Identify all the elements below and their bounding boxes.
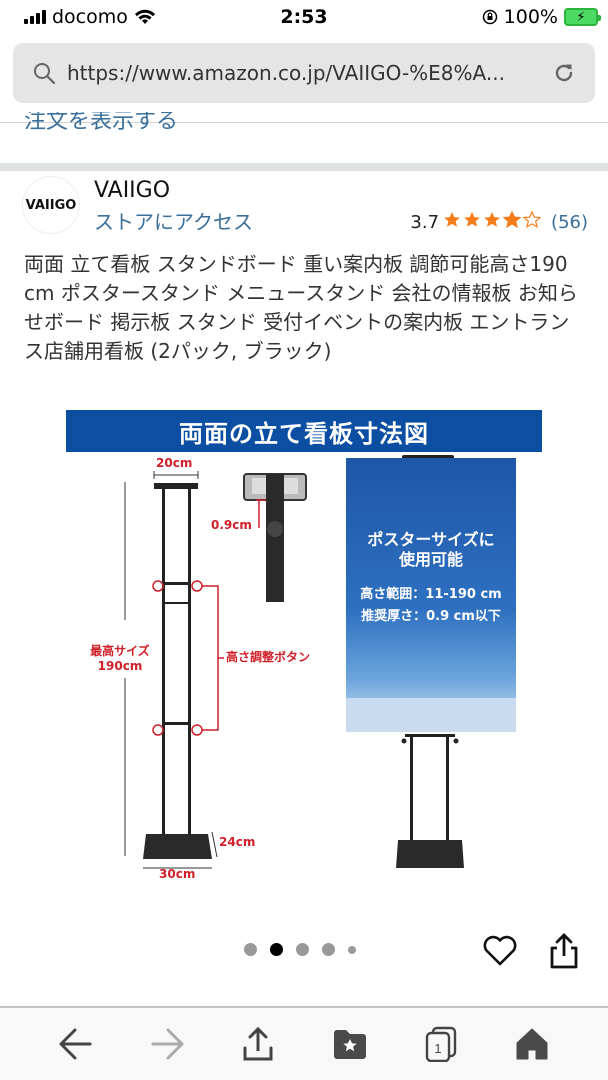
label-base-depth: 24cm	[219, 835, 256, 849]
bookmarks-button[interactable]	[330, 1024, 370, 1064]
carousel-dot-active[interactable]	[270, 943, 283, 956]
bookmarks-icon	[333, 1030, 366, 1059]
view-orders-link[interactable]: 注文を表示する	[24, 112, 179, 134]
rating-value: 3.7	[410, 212, 440, 233]
brand-name: VAIIGO	[94, 178, 171, 203]
share-button[interactable]	[238, 1024, 278, 1064]
label-adjust-button: 高さ調整ボタン	[226, 650, 311, 664]
status-bar: docomo 2:53 100% ⚡	[0, 0, 608, 34]
brand-row: VAIIGO VAIIGO ストアにアクセス 3.7 (56	[22, 176, 588, 234]
wifi-icon	[134, 9, 155, 24]
heart-icon[interactable]	[482, 932, 518, 968]
address-bar[interactable]: https://www.amazon.co.jp/VAIIGO-%E8%A...	[13, 43, 595, 103]
carousel-indicator[interactable]	[244, 943, 356, 956]
poster-sample: ポスターサイズに使用可能 高さ範囲：11-190 cm 推奨厚さ：0.9 cm以…	[346, 458, 516, 732]
rating-count[interactable]: (56)	[551, 212, 588, 233]
divider	[0, 122, 608, 123]
product-image[interactable]: 両面の立て看板寸法図 20cm	[66, 408, 542, 898]
signal-icon	[24, 10, 46, 24]
poster-hanger	[402, 455, 454, 460]
carousel-dot[interactable]	[322, 943, 335, 956]
carrier-name: docomo	[52, 6, 128, 28]
back-button[interactable]	[56, 1024, 96, 1064]
poster-title: ポスターサイズに使用可能	[367, 530, 495, 569]
url-text[interactable]: https://www.amazon.co.jp/VAIIGO-%E8%A...	[67, 61, 505, 85]
home-icon	[516, 1028, 548, 1060]
battery-charging-icon: ⚡	[564, 8, 601, 26]
home-button[interactable]	[512, 1024, 552, 1064]
share-icon[interactable]	[547, 932, 581, 970]
battery-percent: 100%	[503, 6, 558, 28]
tabs-icon: 1	[425, 1026, 457, 1062]
browser-toolbar: 1	[0, 1006, 608, 1080]
brand-logo[interactable]: VAIIGO	[22, 176, 80, 234]
visit-store-link[interactable]: ストアにアクセス	[94, 210, 253, 234]
forward-button[interactable]	[147, 1024, 187, 1064]
stand-diagram	[124, 471, 307, 869]
carousel-dot[interactable]	[244, 943, 257, 956]
label-base-width: 30cm	[159, 867, 196, 881]
back-icon	[59, 1028, 92, 1060]
carousel-dot[interactable]	[296, 943, 309, 956]
carousel-dot[interactable]	[348, 945, 356, 954]
poster-spec-thickness: 推奨厚さ：0.9 cm以下	[361, 609, 501, 624]
orientation-lock-icon	[482, 9, 497, 25]
reload-icon[interactable]	[551, 60, 577, 86]
svg-text:1: 1	[434, 1041, 441, 1056]
label-top-width: 20cm	[156, 456, 193, 470]
share-icon	[243, 1026, 273, 1061]
tabs-button[interactable]: 1	[421, 1024, 461, 1064]
poster-spec-height: 高さ範囲：11-190 cm	[360, 587, 502, 602]
stand-photo	[396, 734, 464, 868]
poster-footer	[346, 698, 516, 732]
section-divider	[0, 163, 608, 171]
search-icon	[31, 60, 57, 86]
forward-icon	[151, 1028, 184, 1060]
image-banner: 両面の立て看板寸法図	[66, 410, 542, 452]
star-rating-icon	[443, 210, 543, 234]
rating[interactable]: 3.7 (56)	[410, 210, 588, 234]
product-title: 両面 立て看板 スタンドボード 重い案内板 調節可能高さ190 cm ポスタース…	[24, 252, 578, 363]
label-clip-thickness: 0.9cm	[211, 518, 252, 532]
